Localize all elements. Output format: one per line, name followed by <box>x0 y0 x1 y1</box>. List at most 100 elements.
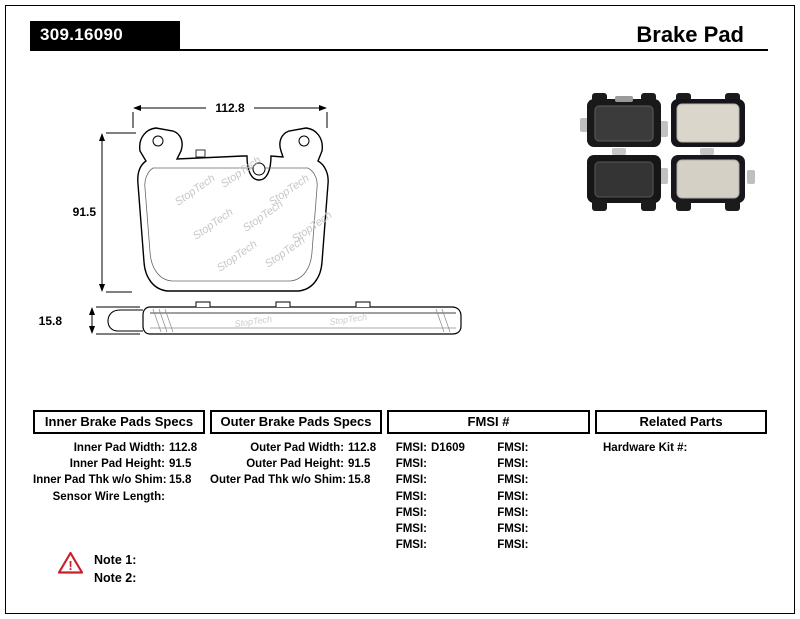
arrow-down-icon <box>99 284 105 292</box>
spec-value: 91.5 <box>169 458 192 471</box>
fmsi-row: FMSI: <box>489 537 591 553</box>
dim-width-label: 112.8 <box>215 101 245 115</box>
friction-material <box>676 103 740 143</box>
hatching <box>152 308 451 333</box>
fmsi-row: FMSI: <box>387 456 489 472</box>
fmsi-right-column: FMSI: FMSI: FMSI: FMSI: FMSI: <box>489 440 591 553</box>
abutment-tab <box>275 301 291 307</box>
fmsi-header: FMSI # <box>387 410 590 434</box>
friction-surface-outline <box>144 167 318 282</box>
related-parts-header: Related Parts <box>595 410 767 434</box>
fmsi-row: FMSI: <box>489 521 591 537</box>
fmsi-row: FMSI: <box>387 521 489 537</box>
spec-label: FMSI: <box>497 490 529 503</box>
technical-drawing: 112.8 91.5 StopTech StopTech StopTech St… <box>39 93 755 335</box>
spec-label: FMSI: <box>497 523 529 536</box>
spec-row: Inner Pad Width: 112.8 <box>33 440 205 456</box>
hardware-clip <box>700 148 714 155</box>
spec-value: 15.8 <box>169 474 192 487</box>
spec-value: 112.8 <box>169 442 198 454</box>
fmsi-row: FMSI: <box>489 456 591 472</box>
spec-value <box>165 489 169 505</box>
arrow-down-icon <box>89 326 95 334</box>
spec-label: Sensor Wire Length: <box>52 490 165 503</box>
inner-specs-header: Inner Brake Pads Specs <box>33 410 205 434</box>
part-number-box: 309.16090 <box>30 21 180 49</box>
outer-specs-column: Outer Brake Pads Specs Outer Pad Width: … <box>210 410 382 489</box>
fmsi-row: FMSI: <box>387 537 489 553</box>
spec-value: 15.8 <box>348 474 371 487</box>
spec-value <box>427 472 431 488</box>
dim-height-label: 91.5 <box>73 205 97 219</box>
spec-label: FMSI: <box>395 442 427 454</box>
warning-glyph: ! <box>68 558 72 573</box>
dim-thickness <box>91 306 140 335</box>
spec-row: Inner Pad Height: 91.5 <box>33 456 205 472</box>
spec-value <box>529 472 533 488</box>
outer-specs-header: Outer Brake Pads Specs <box>210 410 382 434</box>
dim-width <box>132 107 328 128</box>
inner-specs-column: Inner Brake Pads Specs Inner Pad Width: … <box>33 410 205 505</box>
ear-hole-right <box>298 135 310 147</box>
spec-row: Outer Pad Height: 91.5 <box>210 456 382 472</box>
spec-label: FMSI: <box>395 458 427 471</box>
note-2-label: Note 2: <box>94 571 137 585</box>
spec-value <box>427 456 431 472</box>
spec-value <box>427 537 431 553</box>
spec-label: FMSI: <box>497 506 529 519</box>
pad-photo-back <box>592 199 607 211</box>
hardware-clip <box>612 148 626 155</box>
fmsi-rows: FMSI: D1609 FMSI: FMSI: FMSI: FMSI: <box>387 440 590 553</box>
header-divider <box>30 49 768 51</box>
hardware-clip <box>580 118 588 132</box>
fmsi-row: FMSI: <box>387 505 489 521</box>
arrow-right-icon <box>319 105 327 111</box>
spec-label: Inner Pad Thk w/o Shim: <box>33 474 167 487</box>
center-clip <box>252 162 266 176</box>
spec-value: D1609 <box>431 442 465 454</box>
spec-value <box>529 489 533 505</box>
fmsi-row: FMSI: <box>489 489 591 505</box>
hardware-clip <box>747 170 755 184</box>
pad-side-outline <box>142 306 462 335</box>
fmsi-row: FMSI: <box>489 472 591 488</box>
note-1-label: Note 1: <box>94 553 137 567</box>
pad-front-outline <box>137 127 329 292</box>
spec-label: Inner Pad Height: <box>69 458 165 471</box>
pad-photo-front <box>725 199 740 211</box>
spec-label: FMSI: <box>395 474 427 487</box>
abutment-tab <box>195 301 211 307</box>
dim-thickness-label: 15.8 <box>39 314 63 328</box>
arrow-left-icon <box>133 105 141 111</box>
spec-value <box>529 456 533 472</box>
hardware-clip <box>659 168 668 184</box>
spec-row: Outer Pad Width: 112.8 <box>210 440 382 456</box>
spec-label: Hardware Kit #: <box>603 442 688 454</box>
spec-label: Inner Pad Width: <box>73 442 165 454</box>
hardware-clip <box>659 121 668 137</box>
product-photo <box>580 93 755 211</box>
pad-photo-back <box>641 199 656 211</box>
outer-specs-rows: Outer Pad Width: 112.8 Outer Pad Height:… <box>210 440 382 489</box>
fmsi-column: FMSI # FMSI: D1609 FMSI: FMSI: FMSI: <box>387 410 590 553</box>
inner-specs-rows: Inner Pad Width: 112.8 Inner Pad Height:… <box>33 440 205 505</box>
arrow-up-icon <box>99 133 105 141</box>
spec-label: Outer Pad Thk w/o Shim: <box>210 474 347 487</box>
fmsi-row: FMSI: <box>489 440 591 456</box>
spec-value <box>427 521 431 537</box>
page-title: Brake Pad <box>636 22 744 47</box>
shim-plate <box>594 161 654 198</box>
pad-side-view: StopTech StopTech <box>107 301 462 335</box>
pad-photo-front <box>676 199 691 211</box>
spec-value <box>529 505 533 521</box>
shim-plate <box>594 105 654 142</box>
spec-label: FMSI: <box>395 539 427 552</box>
spec-label: Outer Pad Height: <box>246 458 344 471</box>
fmsi-row: FMSI: D1609 <box>387 440 489 456</box>
warning-icon: ! <box>57 551 84 574</box>
friction-material <box>676 159 740 199</box>
fmsi-row: FMSI: <box>387 489 489 505</box>
abutment-tab <box>355 301 371 307</box>
spec-value <box>529 521 533 537</box>
spec-row: Outer Pad Thk w/o Shim: 15.8 <box>210 472 382 488</box>
